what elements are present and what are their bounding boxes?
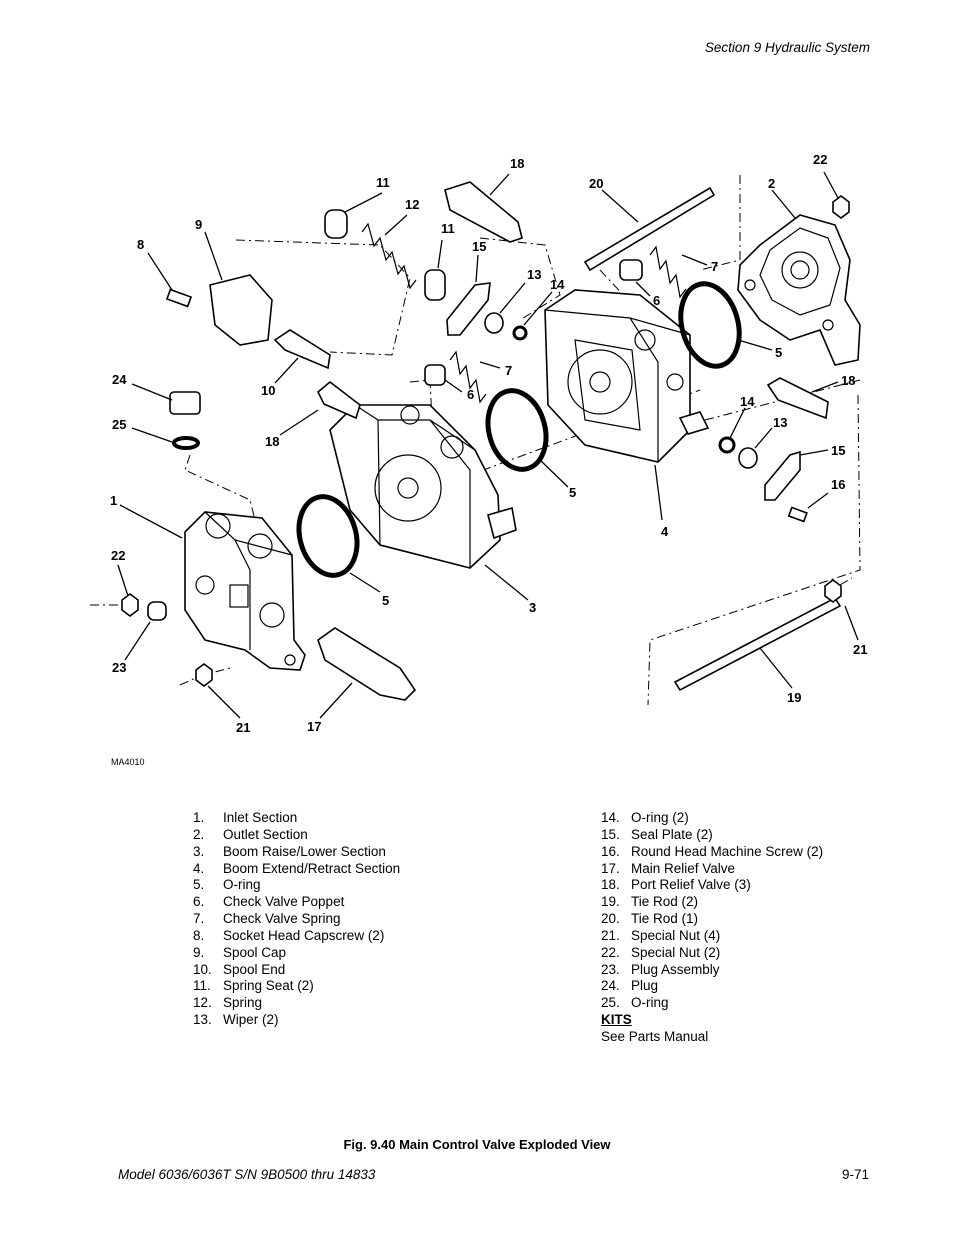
footer-model: Model 6036/6036T S/N 9B0500 thru 14833: [118, 1167, 376, 1182]
callout-14-right: 14: [740, 394, 755, 409]
callout-22-left: 22: [111, 548, 125, 563]
callout-24: 24: [112, 372, 127, 387]
legend-item: 1.Inlet Section: [193, 810, 298, 825]
parts-legend-right: 14.O-ring (2) 15.Seal Plate (2) 16.Round…: [601, 810, 823, 1046]
callout-15-right: 15: [831, 443, 845, 458]
callout-18-top: 18: [510, 156, 524, 171]
callout-18-right: 18: [841, 373, 855, 388]
callout-1: 1: [110, 493, 117, 508]
callout-15-top: 15: [472, 239, 486, 254]
legend-item: 2.Outlet Section: [193, 826, 308, 842]
small-parts: [121, 195, 850, 687]
legend-item: 17.Main Relief Valve: [601, 860, 736, 876]
exploded-view-diagram: 11 12 18 11 15 13 14 20 7 6 2 22 9 8 10 …: [90, 152, 867, 735]
leader-lines: [117, 171, 859, 719]
legend-item: 19.Tie Rod (2): [601, 894, 699, 910]
legend-item: 7.Check Valve Spring: [193, 911, 341, 927]
tie-rods: [583, 186, 842, 692]
callout-3: 3: [529, 600, 536, 615]
outlet-section: [737, 214, 861, 366]
callout-5-left: 5: [382, 593, 389, 608]
callout-14-top: 14: [550, 277, 565, 292]
callout-4: 4: [661, 524, 669, 539]
callout-13-right: 13: [773, 415, 787, 430]
legend-item: 10.Spool End: [193, 961, 286, 977]
callout-12: 12: [405, 197, 419, 212]
legend-item: 15.Seal Plate (2): [601, 826, 713, 842]
callout-labels: 11 12 18 11 15 13 14 20 7 6 2 22 9 8 10 …: [110, 152, 867, 735]
callout-18-left: 18: [265, 434, 279, 449]
callout-23: 23: [112, 660, 126, 675]
callout-6-mid: 6: [467, 387, 474, 402]
legend-item: 11.Spring Seat (2): [193, 978, 314, 994]
legend-item: 25.O-ring: [601, 995, 669, 1011]
callout-21-left: 21: [236, 720, 250, 735]
parts-legend-left: 1.Inlet Section 2.Outlet Section 3.Boom …: [193, 810, 400, 1029]
footer-page-number: 9-71: [841, 1167, 869, 1182]
callout-5-mid: 5: [569, 485, 576, 500]
kits-heading: KITS: [601, 1012, 632, 1028]
callout-6-top: 6: [653, 293, 660, 308]
legend-item: 13.Wiper (2): [193, 1012, 279, 1028]
callout-11-mid: 11: [441, 221, 455, 236]
o-rings: [296, 281, 742, 578]
boom-extend-retract-section: [544, 289, 710, 463]
legend-item: 14.O-ring (2): [601, 810, 689, 825]
legend-item: 5.O-ring: [193, 877, 261, 893]
callout-21-right: 21: [853, 642, 867, 657]
legend-item: 9.Spool Cap: [193, 944, 287, 960]
callout-19: 19: [787, 690, 801, 705]
callout-17: 17: [307, 719, 321, 734]
section-header: Section 9 Hydraulic System: [704, 40, 870, 55]
inlet-section: [184, 511, 306, 671]
legend-item: 21.Special Nut (4): [601, 927, 721, 943]
legend-item: 24.Plug: [601, 978, 659, 994]
callout-20: 20: [589, 176, 603, 191]
callout-10: 10: [261, 383, 275, 398]
callout-16: 16: [831, 477, 845, 492]
callout-2: 2: [768, 176, 775, 191]
callout-5-right: 5: [775, 345, 782, 360]
legend-item: 12.Spring: [193, 995, 263, 1011]
legend-item: 3.Boom Raise/Lower Section: [193, 843, 386, 859]
legend-item: 20.Tie Rod (1): [601, 911, 699, 927]
legend-item: 18.Port Relief Valve (3): [601, 877, 751, 893]
figure-caption: Fig. 9.40 Main Control Valve Exploded Vi…: [343, 1137, 611, 1152]
legend-item: 16.Round Head Machine Screw (2): [601, 843, 824, 859]
legend-item: 23.Plug Assembly: [601, 961, 720, 977]
callout-11-top: 11: [376, 175, 390, 190]
figure-code: MA4010: [111, 757, 145, 767]
legend-item: 6.Check Valve Poppet: [193, 894, 345, 910]
boom-raise-lower-section: [329, 404, 517, 569]
callout-7-mid: 7: [505, 363, 512, 378]
relief-valves: [317, 181, 829, 701]
legend-item: 4.Boom Extend/Retract Section: [193, 860, 401, 876]
callout-25: 25: [112, 417, 126, 432]
kits-note: See Parts Manual: [601, 1028, 709, 1044]
callout-13-top: 13: [527, 267, 541, 282]
callout-7-top: 7: [711, 259, 718, 274]
legend-item: 22.Special Nut (2): [601, 944, 721, 960]
legend-item: 8.Socket Head Capscrew (2): [193, 927, 385, 943]
callout-9: 9: [195, 217, 202, 232]
springs: [361, 222, 687, 404]
callout-8: 8: [137, 237, 144, 252]
callout-22-top: 22: [813, 152, 827, 167]
